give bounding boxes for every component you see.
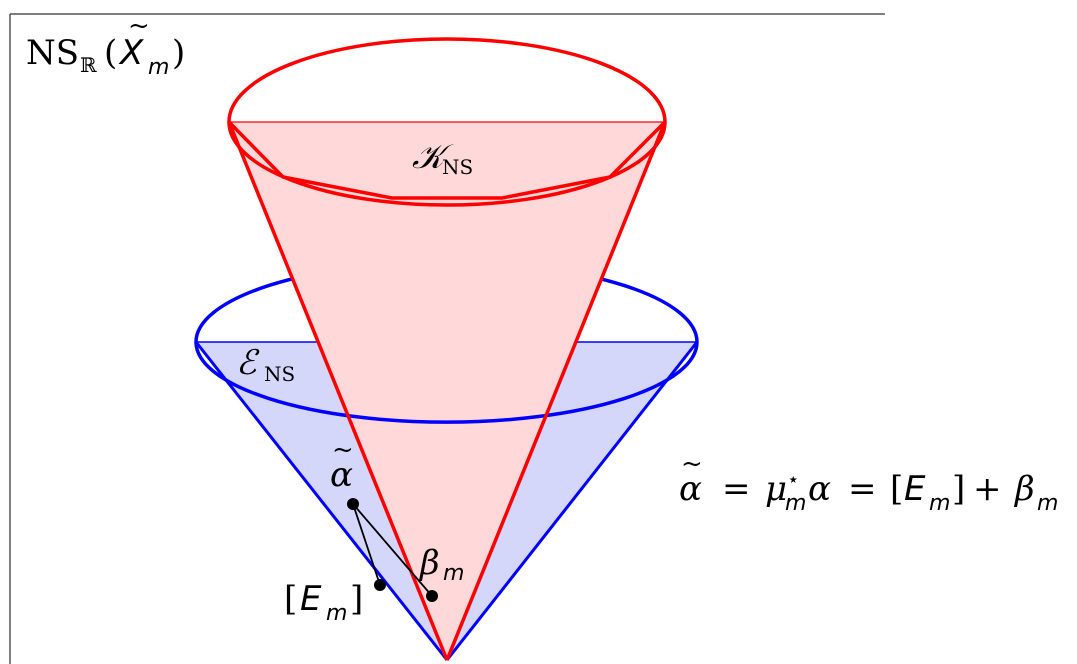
eq-equals-2: = <box>848 469 877 509</box>
effective-cone-left-edge <box>194 341 449 661</box>
eq-alpha-tilde-mark: ~ <box>681 449 703 479</box>
eq-e: E <box>904 469 926 509</box>
eq-alpha: α <box>808 469 831 509</box>
point-e-m <box>374 579 386 591</box>
point-beta-m <box>426 590 438 602</box>
frame-label-tilde: ~ <box>128 11 150 41</box>
beta-sub: m <box>443 561 464 586</box>
eq-beta-sub: m <box>1037 491 1058 516</box>
frame-label-m: m <box>148 55 169 80</box>
frame-label-open: ( <box>104 33 117 73</box>
alpha-tilde-symbol: α <box>330 455 353 495</box>
eq-mu-sup: ⋆ <box>787 467 800 491</box>
alpha-tilde-mark: ~ <box>332 435 354 465</box>
e-m-e: E <box>300 579 322 619</box>
kahler-cone-inner-polygon <box>227 120 667 200</box>
e-m-lbracket: [ <box>284 579 297 619</box>
segment-alpha-to-beta <box>352 503 433 597</box>
eq-rbracket: ] <box>952 469 965 509</box>
effective-cone-rim-front <box>194 341 699 424</box>
eq-mu: μ <box>765 469 787 509</box>
segment-alpha-to-e <box>352 503 381 586</box>
kahler-cone-fill <box>229 122 665 660</box>
e-m-sub: m <box>326 601 347 626</box>
eq-e-sub: m <box>929 491 950 516</box>
frame-label-field: ℝ <box>80 53 97 77</box>
point-alpha-tilde <box>347 498 359 510</box>
eq-alpha-tilde: α <box>679 469 702 509</box>
frame-label-ns: NS <box>26 33 79 73</box>
equation: ~ α = μ ⋆ m α = [ E m ] + β m <box>679 449 1058 516</box>
eq-mu-sub: m <box>785 491 806 516</box>
kahler-cone-sub: NS <box>442 155 473 179</box>
eq-equals-1: = <box>722 469 751 509</box>
frame-label-x: X <box>118 33 144 73</box>
beta-symbol: β <box>418 543 440 583</box>
frame-label-close: ) <box>172 33 185 73</box>
effective-cone-sub: NS <box>264 362 295 386</box>
eq-plus: + <box>973 469 1002 509</box>
kahler-cone-right-edge <box>445 121 667 661</box>
effective-cone-symbol: ℰ <box>236 343 260 383</box>
effective-cone-right-edge <box>445 341 699 661</box>
e-m-rbracket: ] <box>350 579 363 619</box>
eq-lbracket: [ <box>890 469 903 509</box>
eq-beta: β <box>1013 469 1035 509</box>
